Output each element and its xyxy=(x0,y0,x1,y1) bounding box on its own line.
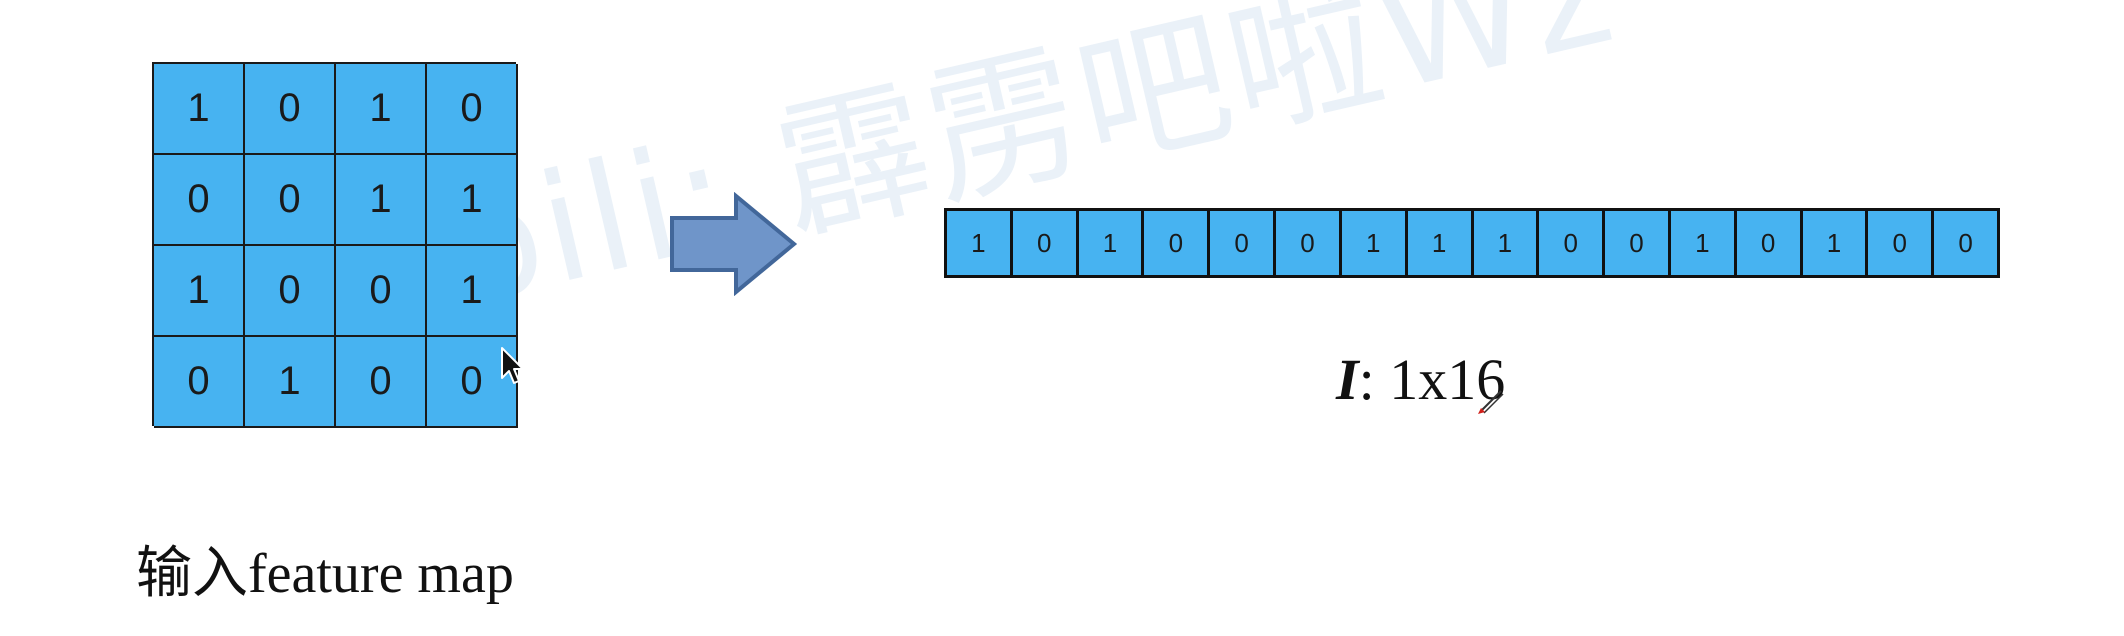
vector-cell: 0 xyxy=(1276,211,1342,275)
feature-map-caption: 输入feature map xyxy=(136,543,514,605)
feature-map-cell: 1 xyxy=(154,246,245,337)
vector-cell: 0 xyxy=(1868,211,1935,275)
vector-cell: 0 xyxy=(1210,211,1277,275)
vector-symbol: I xyxy=(1336,347,1359,412)
feature-map-cell: 0 xyxy=(336,246,427,337)
vector-cell: 0 xyxy=(1736,211,1803,275)
mouse-pointer-icon xyxy=(501,347,524,384)
vector-cell: 1 xyxy=(1078,211,1145,275)
feature-map-cell: 1 xyxy=(427,155,518,246)
feature-map-cell: 1 xyxy=(427,246,518,337)
feature-map-cell: 0 xyxy=(154,337,245,428)
vector-cell: 0 xyxy=(1539,211,1606,275)
vector-cell: 0 xyxy=(1144,211,1211,275)
pen-icon xyxy=(1478,390,1504,414)
vector-cell: 0 xyxy=(1605,211,1671,275)
feature-map-cell: 0 xyxy=(245,155,336,246)
vector-cell: 1 xyxy=(1341,211,1408,275)
vector-cell: 1 xyxy=(1473,211,1540,275)
vector-caption: I: 1x16 xyxy=(1336,346,1505,413)
vector-cell: 1 xyxy=(1407,211,1474,275)
feature-map-cell: 1 xyxy=(336,155,427,246)
vector-cell: 1 xyxy=(1670,211,1737,275)
vector-cell: 1 xyxy=(1802,211,1869,275)
vector-dimension: : 1x16 xyxy=(1358,347,1506,412)
feature-map-cell: 0 xyxy=(245,64,336,155)
feature-map-cell: 1 xyxy=(336,64,427,155)
vector-cell: 1 xyxy=(947,211,1013,275)
feature-map-cell: 1 xyxy=(154,64,245,155)
right-arrow-icon xyxy=(670,192,798,296)
feature-map-cell: 0 xyxy=(245,246,336,337)
vector-cell: 0 xyxy=(1012,211,1079,275)
feature-map-cell: 1 xyxy=(245,337,336,428)
feature-map-cell: 0 xyxy=(336,337,427,428)
feature-map-cell: 0 xyxy=(427,64,518,155)
feature-map-cell: 0 xyxy=(154,155,245,246)
vector-cell: 0 xyxy=(1934,211,2000,275)
